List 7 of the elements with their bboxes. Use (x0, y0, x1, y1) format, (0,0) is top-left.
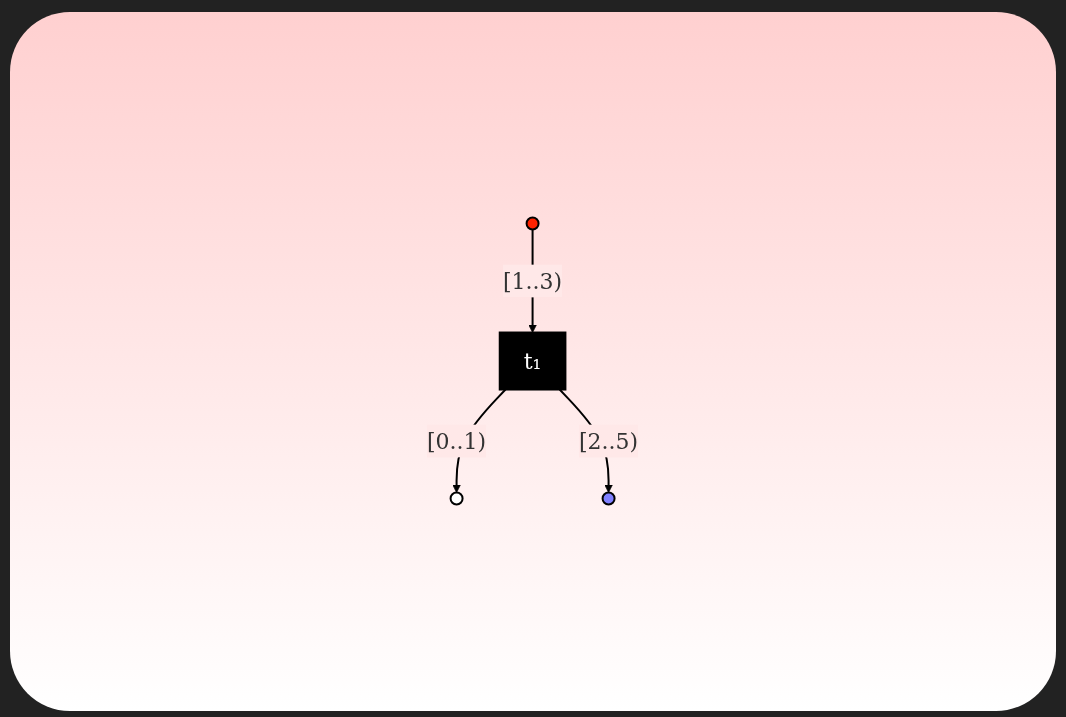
node-box: t₁ (499, 332, 567, 391)
edge-label: [2..5) (579, 428, 639, 454)
node-circle (526, 217, 540, 231)
node-circle (602, 492, 616, 506)
node-circle (450, 492, 464, 506)
edge-label: [0..1) (427, 428, 487, 454)
edge-label: [1..3) (503, 268, 563, 294)
